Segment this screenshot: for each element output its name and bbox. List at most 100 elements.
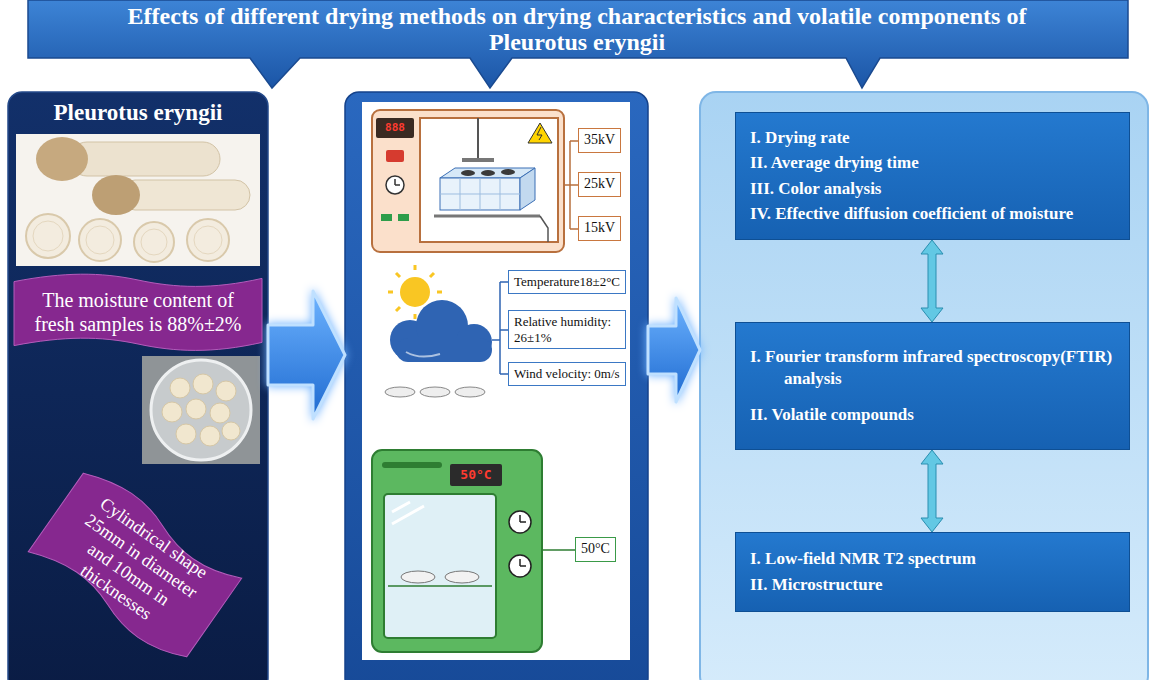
- display-screen-text-holder: 50°C: [452, 466, 500, 484]
- parameter-box: 25kV: [578, 172, 621, 197]
- mushroom-photo: [70, 142, 220, 176]
- oven-illustration: [392, 502, 424, 524]
- analysis-box: I. Low-field NMR T2 spectrumII. Microstr…: [735, 532, 1130, 612]
- mushroom-photo: [141, 229, 167, 255]
- parameter-label: 25kV: [584, 176, 615, 193]
- ehd-dryer-illustration: [537, 127, 542, 140]
- title-holder: Effects of different drying methods on d…: [97, 3, 1057, 55]
- ehd-dryer-illustration: [564, 141, 578, 229]
- natural-drying-illustration: [492, 282, 508, 374]
- oven-illustration: [382, 462, 442, 468]
- sample-dish-photo: [176, 424, 196, 444]
- natural-drying-illustration: [420, 387, 450, 397]
- sample-dish-photo: [170, 378, 190, 398]
- natural-drying-illustration: [406, 352, 440, 357]
- panel-backgrounds: [700, 92, 1148, 680]
- ehd-dryer-illustration: [395, 179, 400, 185]
- diagram-title: Effects of different drying methods on d…: [97, 3, 1057, 55]
- natural-drying-illustration: [385, 387, 415, 397]
- display-reading: 888: [378, 120, 412, 136]
- block-arrow: [648, 298, 700, 402]
- ehd-dryer-illustration: [434, 215, 540, 218]
- ehd-dryer-illustration: [461, 170, 475, 176]
- mushroom-photo: [16, 134, 260, 266]
- natural-drying-illustration: [400, 277, 430, 307]
- oven-illustration: [520, 515, 526, 522]
- parameter-box: Wind velocity: 0m/s: [508, 362, 626, 386]
- panel-backgrounds: [8, 92, 1148, 680]
- analysis-item: II. Microstructure: [750, 574, 1115, 596]
- mushroom-photo: [79, 219, 121, 261]
- ribbon-shape: [14, 272, 262, 352]
- parameter-box: Relative humidity: 26±1%: [508, 310, 626, 349]
- analysis-item: II. Volatile compounds: [750, 404, 1115, 426]
- block-arrow: [268, 291, 345, 419]
- panel-backgrounds: [8, 92, 268, 680]
- sample-dish-photo: [222, 422, 240, 440]
- panel: I. Drying rateII. Average drying timeIII…: [700, 92, 1148, 680]
- parameter-label: 15kV: [584, 220, 615, 237]
- analysis-item: IV. Effective diffusion coefficient of m…: [750, 203, 1115, 225]
- oven-illustration: [450, 464, 502, 486]
- oven-illustration: [509, 511, 531, 533]
- mushroom-photo: [187, 219, 229, 261]
- oven-illustration: [388, 585, 492, 587]
- parameter-box: 50°C: [575, 537, 616, 562]
- sample-dish-photo: [151, 360, 251, 460]
- oven-illustration: [401, 571, 435, 583]
- parameter-label: 35kV: [584, 132, 615, 149]
- mushroom-photo: [33, 221, 63, 251]
- ehd-dryer-illustration: [372, 110, 564, 252]
- mushroom-photo: [86, 226, 114, 254]
- sample-dish-photo: [216, 381, 236, 401]
- ehd-dryer-illustration: [386, 150, 404, 162]
- sample-dish-photo: [210, 403, 230, 423]
- analysis-item: I. Low-field NMR T2 spectrum: [750, 548, 1115, 570]
- title-banner: [28, 0, 1128, 88]
- ribbon-shape: [14, 274, 262, 350]
- ribbon-shape: [24, 464, 245, 667]
- natural-drying-illustration: [396, 338, 492, 362]
- ehd-dryer-illustration: [477, 118, 479, 158]
- sample-dish-photo: [193, 374, 213, 394]
- sample-dish-photo: [162, 402, 182, 422]
- oven-illustration: [372, 450, 575, 652]
- analysis-box: I. Drying rateII. Average drying timeIII…: [735, 112, 1130, 240]
- ehd-dryer-illustration: [420, 118, 558, 242]
- ehd-dryer-illustration: [372, 110, 578, 252]
- ehd-dryer-illustration: [376, 118, 414, 138]
- analysis-item: I. Drying rate: [750, 127, 1115, 149]
- oven-illustration: [520, 559, 526, 566]
- ehd-dryer-illustration: [440, 178, 520, 210]
- mushroom-photo: [92, 175, 140, 215]
- ehd-dryer-illustration: [520, 168, 535, 210]
- analysis-item: III. Color analysis: [750, 178, 1115, 200]
- ehd-dryer-illustration: [528, 123, 552, 143]
- parameter-box: 15kV: [578, 216, 621, 241]
- sample-dish-photo: [186, 399, 206, 419]
- ehd-dryer-illustration: [386, 176, 404, 194]
- oven-illustration: [509, 555, 531, 577]
- mushroom-photo: [134, 222, 174, 262]
- ribbon-banner: The moisture content of fresh samples is…: [14, 272, 262, 352]
- ribbon-banner: Cylindrical shape 25mm in diameter and 1…: [23, 461, 247, 668]
- ehd-dryer-illustration: [501, 169, 515, 175]
- panel-backgrounds: [345, 92, 648, 680]
- parameter-label: 50°C: [581, 541, 610, 558]
- analysis-item: II. Average drying time: [750, 152, 1115, 174]
- natural-drying-illustration: [385, 265, 508, 397]
- double-arrow: [921, 450, 943, 532]
- oven-illustration: [542, 549, 575, 551]
- sample-dish-photo: [142, 356, 260, 464]
- ehd-dryer-illustration: [440, 178, 520, 210]
- title-banner: [28, 0, 1128, 88]
- ehd-dryer-illustration: [462, 158, 494, 162]
- analysis-item: I. Fourier transform infrared spectrosco…: [750, 346, 1115, 390]
- mushroom-photo: [194, 226, 222, 254]
- sample-dish-photo: [142, 356, 260, 464]
- ehd-dryer-illustration: [540, 216, 548, 242]
- oven-illustration: [384, 494, 496, 638]
- parameter-label: Temperature18±2°C: [514, 274, 620, 290]
